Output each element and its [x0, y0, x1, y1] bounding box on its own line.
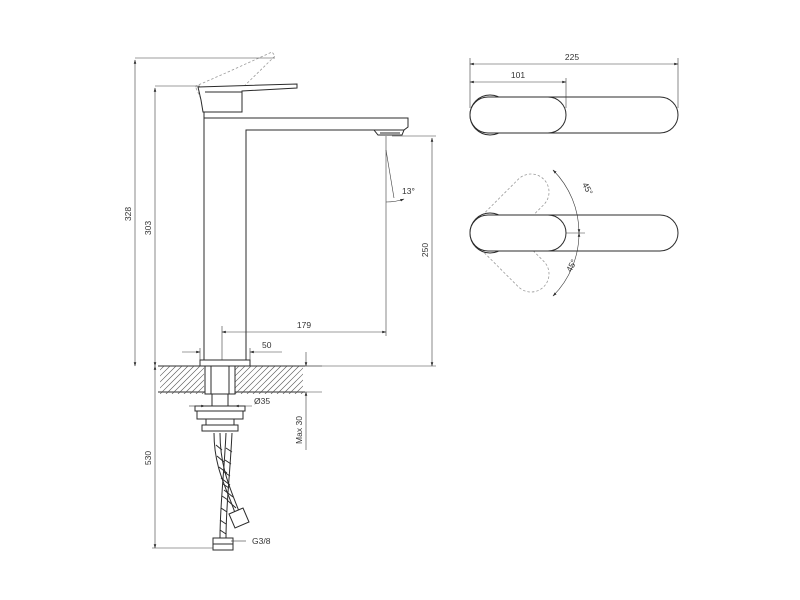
hatch-line	[235, 366, 264, 394]
dim-lever-angle-lower: 45°	[564, 258, 579, 274]
hatch-line	[235, 366, 252, 383]
top-view-upper: 225 101	[469, 52, 679, 136]
dim-spout-height: 250	[420, 243, 430, 257]
hatch-line	[171, 366, 201, 394]
dim-spout-reach: 225	[565, 52, 579, 62]
hatch-line	[264, 366, 294, 394]
hatch-line	[165, 366, 195, 394]
hatch-line	[160, 366, 177, 383]
hatch-line	[294, 385, 303, 394]
hatch-line	[195, 385, 204, 394]
dim-below-deck: 530	[143, 451, 153, 465]
dim-body-height: 303	[143, 221, 153, 235]
base-flange	[199, 359, 251, 367]
label-hose-thread: G3/8	[252, 536, 271, 546]
fixing-nut	[196, 410, 244, 420]
dim-thread-diameter: Ø35	[254, 396, 270, 406]
hatch-line	[160, 366, 171, 377]
hatch-line	[235, 366, 246, 377]
hatch-line	[130, 366, 158, 394]
hatch-line	[288, 379, 303, 394]
hatch-line	[160, 366, 183, 389]
hatch-line	[160, 366, 165, 371]
hatch-line	[252, 366, 282, 394]
threaded-shank	[204, 365, 236, 395]
top-view-lower: 45° 45°	[469, 169, 679, 297]
deck-section	[130, 365, 335, 394]
hatch-line	[258, 366, 288, 394]
hatch-line	[189, 379, 204, 394]
hatch-line	[300, 391, 303, 394]
hatch-line	[160, 366, 189, 394]
hatch-line	[183, 373, 204, 394]
hatch-line	[276, 367, 303, 394]
lever-raised-ghost	[195, 51, 276, 109]
lever-top-outline-2	[469, 214, 567, 252]
hatch-line	[282, 373, 303, 394]
lever-handle	[197, 83, 298, 113]
hatch-line	[240, 366, 270, 394]
hose-connector-upper	[228, 507, 250, 529]
hatch-line	[307, 366, 335, 394]
hatch-line	[177, 367, 204, 394]
side-view: 328 303 530 250 179 13° 50 Ø35	[123, 51, 436, 551]
hatch-line	[270, 366, 300, 394]
dim-lever-reach: 101	[511, 70, 525, 80]
dim-lever-angle-upper: 45°	[580, 181, 595, 197]
dim-base-width: 50	[262, 340, 272, 350]
dim-spout-angle: 13°	[402, 186, 415, 196]
lever-top-outline	[469, 96, 567, 134]
dim-reach: 179	[297, 320, 311, 330]
hatch-line	[246, 366, 276, 394]
flexible-hoses	[212, 432, 250, 551]
fixing-washer	[194, 405, 246, 412]
dim-max-deck: Max 30	[294, 416, 304, 444]
hatch-line	[235, 366, 258, 389]
dim-total-height: 328	[123, 207, 133, 221]
